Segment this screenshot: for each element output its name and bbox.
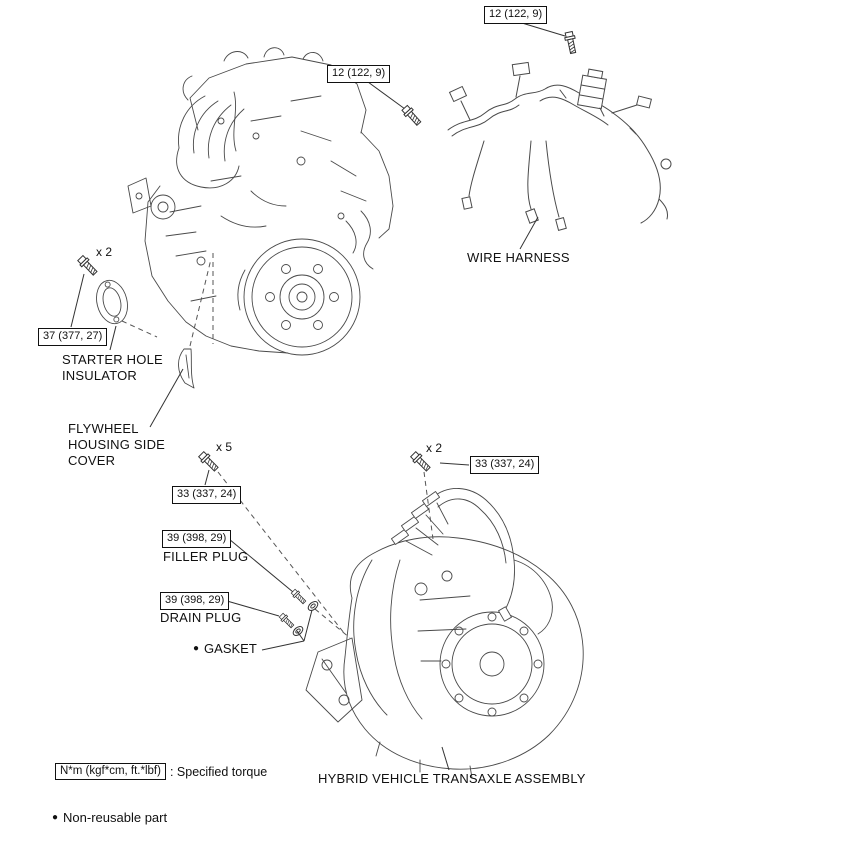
gasket-ring-icon xyxy=(291,624,305,638)
filler-plug-icon xyxy=(290,588,308,606)
flywheel-housing-side-cover-part xyxy=(178,348,195,389)
starter-hole-insulator-part xyxy=(96,279,128,325)
hidden-leader-lines xyxy=(121,253,434,639)
wire-harness-illustration xyxy=(447,61,672,231)
torque-callout-bolt33-right: 33 (337, 24) xyxy=(470,456,540,475)
torque-legend-row: N*m (kgf*cm, ft.*lbf) : Specified torque xyxy=(55,763,267,780)
non-reusable-legend-text: Non-reusable part xyxy=(63,810,168,825)
starter-hole-insulator-label: STARTER HOLE INSULATOR xyxy=(62,352,163,383)
bolt-icon xyxy=(400,103,424,128)
wire-harness-label: WIRE HARNESS xyxy=(467,250,570,265)
torque-callout-bolt12-top: 12 (122, 9) xyxy=(484,6,548,25)
torque-callout-bolt33-left: 33 (337, 24) xyxy=(172,486,242,505)
non-reusable-bullet-icon: ● xyxy=(52,812,59,823)
transaxle-illustration xyxy=(305,488,584,779)
filler-plug-label: FILLER PLUG xyxy=(163,549,249,564)
torque-callout-filler-plug: 39 (398, 29) xyxy=(162,530,232,549)
non-reusable-bullet-icon: ● xyxy=(193,643,200,654)
torque-callout-bolt12-mid: 12 (122, 9) xyxy=(327,65,391,84)
torque-callout-drain-plug: 39 (398, 29) xyxy=(160,592,230,611)
mount-bracket-part xyxy=(305,637,363,723)
quantity-x2-right: x 2 xyxy=(426,441,443,455)
flywheel-housing-side-cover-label: FLYWHEEL HOUSING SIDE COVER xyxy=(68,421,166,468)
leader-lines xyxy=(70,22,566,771)
gasket-label-row: ● GASKET xyxy=(193,641,257,656)
drain-plug-label: DRAIN PLUG xyxy=(160,610,242,625)
non-reusable-legend-row: ● Non-reusable part xyxy=(52,810,167,825)
bolt-icon xyxy=(563,30,579,55)
gasket-label: GASKET xyxy=(204,641,257,656)
transaxle-assembly-label: HYBRID VEHICLE TRANSAXLE ASSEMBLY xyxy=(318,771,586,786)
gasket-ring-icon xyxy=(306,599,320,613)
drain-plug-icon xyxy=(278,612,296,630)
torque-legend-text: : Specified torque xyxy=(169,764,268,779)
torque-callout-bolt37: 37 (377, 27) xyxy=(38,328,108,347)
engine-illustration xyxy=(96,47,394,389)
torque-unit-box: N*m (kgf*cm, ft.*lbf) xyxy=(55,763,166,780)
quantity-x2-left: x 2 xyxy=(96,245,113,259)
quantity-x5: x 5 xyxy=(216,440,233,454)
